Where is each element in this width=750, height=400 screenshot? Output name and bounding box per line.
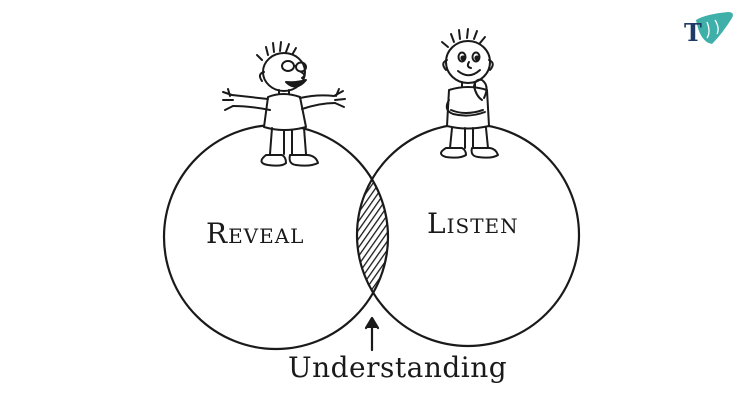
- left-circle-label: Reveal: [206, 217, 304, 250]
- overlap-label: Understanding: [288, 351, 507, 384]
- brand-logo: T: [684, 12, 733, 47]
- logo-inner-lines: [706, 19, 719, 39]
- logo-letter: T: [684, 18, 702, 47]
- right-circle-label: Listen: [427, 207, 519, 240]
- logo-teal-swoosh: [696, 12, 733, 44]
- left-figure-open-arms: [222, 41, 346, 167]
- up-arrow-icon: [364, 316, 380, 352]
- right-figure-listening: [440, 28, 499, 159]
